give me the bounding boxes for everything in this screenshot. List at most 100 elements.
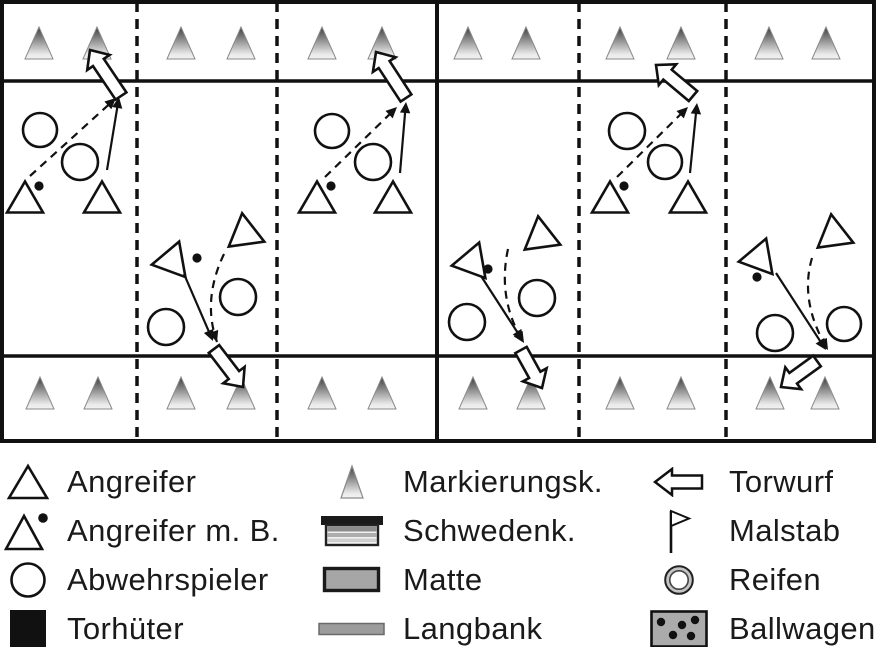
matte-icon <box>314 566 390 594</box>
marker-cone <box>226 375 256 410</box>
legend-label: Angreifer m. B. <box>67 512 280 548</box>
defender-circle <box>517 278 557 318</box>
attacker-triangle <box>81 178 123 214</box>
defender-circle <box>646 143 684 181</box>
marker-cone <box>810 375 840 410</box>
defender-circle <box>607 111 647 151</box>
legend-label: Malstab <box>729 512 841 548</box>
attacker-triangle <box>296 178 338 214</box>
defender-circle <box>825 305 863 343</box>
run-arrow-solid <box>775 272 823 344</box>
marker-cone <box>307 375 337 410</box>
legend-item: Torhüter <box>2 604 280 647</box>
legend-column-misc: Torwurf Malstab Reifen <box>642 457 876 647</box>
legend-item: Angreifer <box>2 457 280 506</box>
legend-label: Matte <box>403 561 483 597</box>
arrowhead <box>208 329 219 342</box>
legend-item: Reifen <box>642 555 876 604</box>
arrowhead <box>399 102 411 114</box>
ball-dot <box>326 181 336 191</box>
pass-arrow-dashed <box>616 111 684 178</box>
attacker-triangle <box>589 178 631 214</box>
marker-cone <box>24 25 54 60</box>
torwurf-arrow <box>779 353 823 391</box>
pass-arrow-dashed <box>324 111 393 178</box>
legend: Angreifer Angreifer m. B. Abwehrspieler … <box>0 457 876 647</box>
torwurf-arrow <box>654 62 700 103</box>
legend-label: Torhüter <box>67 610 184 646</box>
arrowhead <box>203 328 214 341</box>
marker-cone <box>516 375 546 410</box>
arrowhead <box>112 97 123 109</box>
legend-item: Langbank <box>314 604 603 647</box>
attacker-triangle <box>372 178 414 214</box>
torwurf-arrow <box>513 345 549 390</box>
legend-label: Reifen <box>729 561 822 597</box>
torhueter-icon <box>2 609 54 647</box>
legend-column-equipment: Markierungsk. Schwedenk. <box>314 457 603 647</box>
arrowhead <box>817 337 828 350</box>
legend-item: Angreifer m. B. <box>2 506 280 555</box>
attacker-triangle <box>149 239 188 280</box>
arrowhead <box>513 330 524 343</box>
defender-circle <box>21 111 59 149</box>
ball-dot <box>752 272 762 282</box>
schwedenkasten-icon <box>314 514 390 548</box>
reifen-icon <box>642 564 716 596</box>
run-arrow-solid <box>182 273 211 335</box>
defender-circle <box>218 277 258 317</box>
legend-item: Schwedenk. <box>314 506 603 555</box>
legend-item: Abwehrspieler <box>2 555 280 604</box>
ball-dot <box>619 181 629 191</box>
marker-cone <box>754 25 784 60</box>
marker-cone <box>811 25 841 60</box>
attacker-triangle <box>815 211 856 250</box>
marker-cone <box>458 375 488 410</box>
ball-dot <box>483 264 493 274</box>
pass-arrow-dashed <box>29 102 111 177</box>
malstab-icon <box>642 508 716 554</box>
torwurf-arrow <box>206 343 247 389</box>
legend-item: Torwurf <box>642 457 876 506</box>
marker-cone <box>511 25 541 60</box>
attacker-triangle <box>667 178 709 214</box>
marker-cone <box>166 375 196 410</box>
defender-circle <box>146 307 186 347</box>
arrowhead <box>104 98 116 110</box>
attacker-triangle <box>736 236 775 277</box>
pass-arrow-dashed <box>209 253 225 343</box>
legend-label: Langbank <box>403 610 543 646</box>
ball-dot <box>192 253 202 263</box>
marker-cone <box>666 375 696 410</box>
legend-label: Torwurf <box>729 463 834 499</box>
langbank-icon <box>314 622 390 636</box>
attacker-triangle <box>4 178 46 214</box>
marker-cone <box>83 375 113 410</box>
run-arrow-solid <box>105 104 119 171</box>
arrowhead <box>690 103 702 115</box>
ball-dot <box>34 181 44 191</box>
angreifer-mit-ball-icon <box>2 510 54 552</box>
run-arrow-solid <box>688 110 698 174</box>
legend-label: Markierungsk. <box>403 463 603 499</box>
legend-column-players: Angreifer Angreifer m. B. Abwehrspieler … <box>2 457 280 647</box>
legend-item: Ballwagen <box>642 604 876 647</box>
attacker-triangle <box>226 210 267 249</box>
legend-label: Ballwagen <box>729 610 876 646</box>
marker-cone <box>226 25 256 60</box>
attacker-triangle <box>522 213 563 252</box>
defender-circle <box>755 313 795 353</box>
torwurf-arrow <box>371 50 414 104</box>
drill-field-diagram <box>0 0 876 443</box>
legend-label: Schwedenk. <box>403 512 576 548</box>
defender-circle <box>353 142 393 182</box>
marker-cone <box>605 25 635 60</box>
legend-label: Abwehrspieler <box>67 561 269 597</box>
defender-circle <box>313 112 351 150</box>
marker-cone <box>755 375 785 410</box>
markierungskegel-icon <box>314 463 390 500</box>
defender-circle <box>60 142 100 182</box>
marker-cone <box>25 375 55 410</box>
torwurf-icon <box>642 466 716 497</box>
